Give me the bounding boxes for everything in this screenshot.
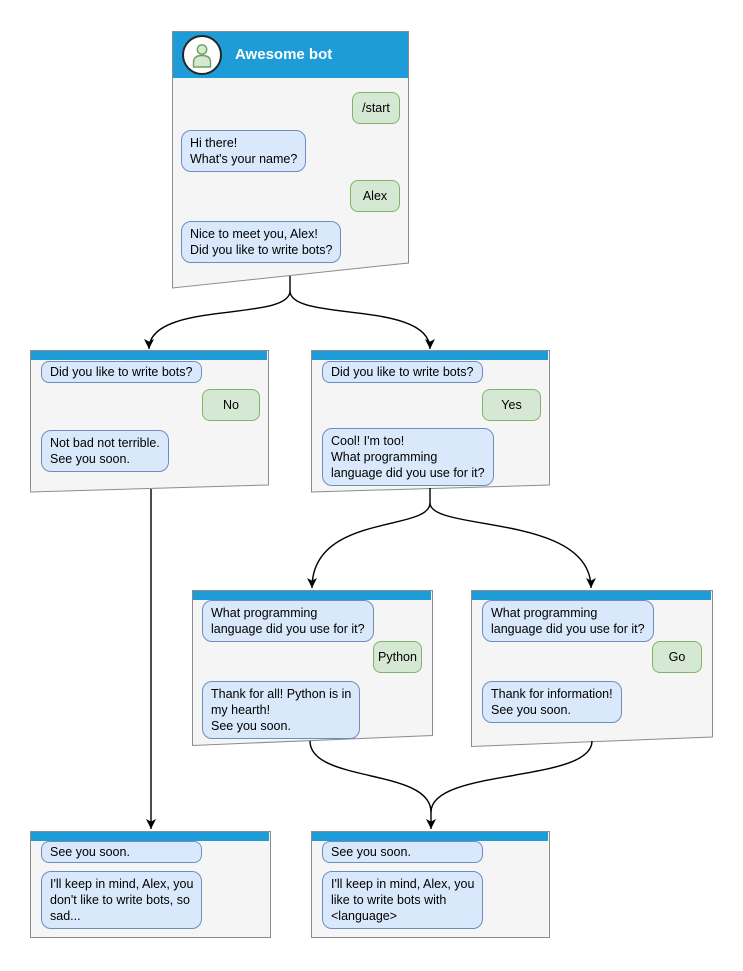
- bot-message-bubble: I'll keep in mind, Alex, you like to wri…: [322, 871, 484, 929]
- chat-header-bar: [193, 591, 431, 600]
- chat-header-bar: [31, 351, 267, 360]
- chat-window-end-no: See you soon. I'll keep in mind, Alex, y…: [30, 831, 270, 937]
- user-message-bubble: Python: [373, 641, 422, 673]
- connector-go-to-end: [430, 740, 593, 813]
- connector-main-to-no: [144, 290, 291, 350]
- bot-message-bubble: Thank for all! Python is in my hearth! S…: [202, 681, 361, 739]
- bot-message-bubble: Cool! I'm too! What programming language…: [322, 428, 494, 486]
- bot-message-bubble: What programming language did you use fo…: [482, 600, 654, 642]
- bot-message-bubble: Thank for information! See you soon.: [482, 681, 622, 723]
- chat-window-end-yes: See you soon. I'll keep in mind, Alex, y…: [311, 831, 549, 937]
- user-message-bubble: No: [202, 389, 260, 421]
- bot-message-bubble: Nice to meet you, Alex! Did you like to …: [181, 221, 342, 263]
- bot-message-bubble: What programming language did you use fo…: [202, 600, 374, 642]
- bot-message-bubble: Not bad not terrible. See you soon.: [41, 430, 169, 472]
- bot-message-bubble: Did you like to write bots?: [41, 361, 202, 383]
- chat-header-bar: [472, 591, 711, 600]
- chat-window-branch-python: What programming language did you use fo…: [192, 590, 432, 746]
- user-message-bubble: Yes: [482, 389, 541, 421]
- bot-message-bubble: See you soon.: [322, 841, 483, 863]
- connector-yes-to-python: [307, 502, 431, 589]
- chat-window-awesome-bot: Awesome bot /start Hi there! What's your…: [172, 31, 409, 288]
- bot-message-bubble: See you soon.: [41, 841, 202, 863]
- bot-message-bubble: I'll keep in mind, Alex, you don't like …: [41, 871, 203, 929]
- user-message-bubble: /start: [352, 92, 400, 124]
- bot-message-bubble: Did you like to write bots?: [322, 361, 483, 383]
- user-message-bubble: Go: [652, 641, 702, 673]
- chat-header-bar: [312, 351, 548, 360]
- connector-main-to-yes: [289, 290, 435, 350]
- chat-window-branch-yes: Did you like to write bots? Yes Cool! I'…: [311, 350, 549, 492]
- connector-yes-to-go: [429, 502, 596, 589]
- chat-header: Awesome bot: [173, 32, 408, 78]
- chat-window-branch-no: Did you like to write bots? No Not bad n…: [30, 350, 268, 492]
- bot-message-bubble: Hi there! What's your name?: [181, 130, 307, 172]
- chat-title: Awesome bot: [235, 46, 333, 63]
- user-message-bubble: Alex: [350, 180, 400, 212]
- chat-window-branch-go: What programming language did you use fo…: [471, 590, 712, 746]
- chat-header-bar: [31, 832, 269, 841]
- connector-python-to-end: [309, 740, 432, 813]
- bot-avatar: [182, 35, 222, 75]
- person-icon: [192, 44, 212, 68]
- chat-header-bar: [312, 832, 548, 841]
